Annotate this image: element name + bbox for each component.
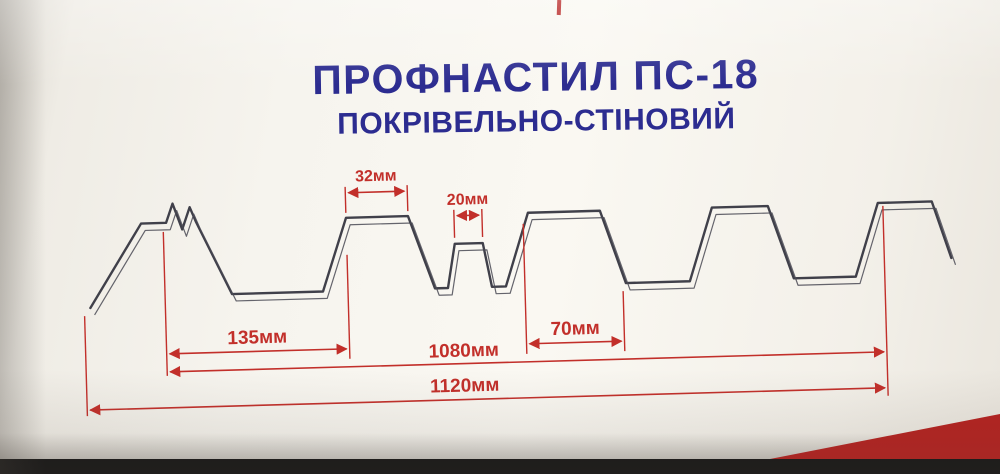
dimension-label-20mm: 20мм	[447, 191, 489, 209]
dimension-label-32mm: 32мм	[355, 167, 397, 185]
header: ПРОФНАСТИЛ ПС-18 ПОКРІВЕЛЬНО-СТІНОВИЙ	[35, 49, 1000, 146]
page-title: ПРОФНАСТИЛ ПС-18	[311, 50, 760, 104]
dimension-32mm: 32мм	[344, 167, 409, 213]
dimension-1080mm: 1080мм	[169, 205, 889, 396]
profile-thickness-line	[94, 207, 957, 316]
page-subtitle: ПОКРІВЕЛЬНО-СТІНОВИЙ	[337, 102, 736, 141]
profile-outline	[89, 200, 953, 310]
dimension-20mm: 20мм	[447, 191, 489, 238]
profile-diagram: 32мм 20мм 135мм 70мм	[77, 146, 964, 430]
dimension-label-1120mm: 1120мм	[430, 375, 500, 398]
dimension-label-135mm: 135мм	[227, 327, 287, 350]
dimension-135mm: 135мм	[162, 231, 351, 376]
dimension-1120mm: 1120мм	[83, 316, 887, 417]
dimension-label-1080mm: 1080мм	[428, 340, 499, 363]
dark-table-edge	[0, 459, 1000, 474]
profile-cross-section-svg: 32мм 20мм 135мм 70мм	[83, 167, 957, 417]
dimension-label-70mm: 70мм	[550, 318, 600, 340]
red-registration-mark	[556, 0, 562, 16]
dimension-70mm: 70мм	[522, 223, 626, 354]
red-background-corner	[770, 414, 1000, 459]
